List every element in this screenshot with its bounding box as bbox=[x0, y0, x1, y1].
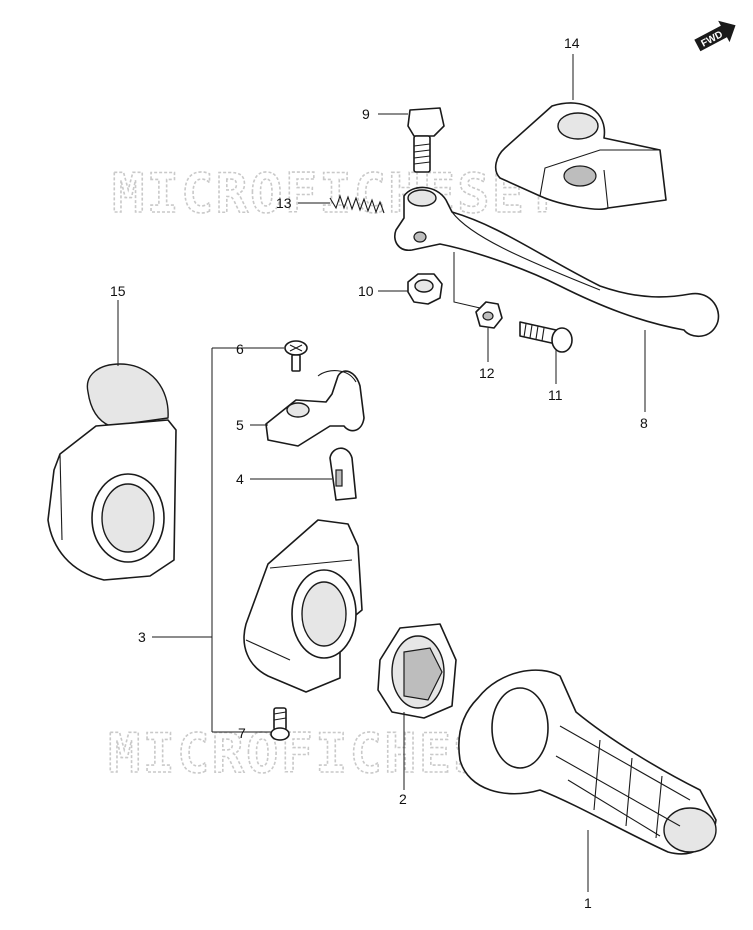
callout-9: 9 bbox=[362, 106, 370, 122]
callout-labels: 1 2 3 4 5 6 7 8 9 10 11 12 13 14 15 bbox=[110, 35, 648, 911]
part-2-ring[interactable] bbox=[377, 623, 457, 719]
watermark-top: MICROFICHESET bbox=[112, 162, 561, 225]
part-5-clamp[interactable] bbox=[265, 370, 365, 447]
callout-2: 2 bbox=[399, 791, 407, 807]
fwd-arrow-icon: FWD bbox=[694, 20, 736, 52]
part-9-pivot-bolt[interactable] bbox=[407, 107, 445, 173]
callout-10: 10 bbox=[358, 283, 374, 299]
callout-11: 11 bbox=[548, 387, 563, 403]
callout-3: 3 bbox=[138, 629, 146, 645]
part-3-switch-housing[interactable] bbox=[243, 519, 363, 693]
callout-7: 7 bbox=[238, 725, 246, 741]
part-8-brake-lever[interactable] bbox=[394, 186, 720, 338]
callout-4: 4 bbox=[236, 471, 244, 487]
callout-15: 15 bbox=[110, 283, 126, 299]
part-13-spring[interactable] bbox=[329, 194, 385, 214]
leader-12-b bbox=[453, 252, 481, 309]
part-14-lever-cover[interactable] bbox=[494, 102, 667, 210]
part-4-plate[interactable] bbox=[329, 447, 357, 501]
part-10-nut[interactable] bbox=[407, 273, 443, 305]
callout-1: 1 bbox=[584, 895, 592, 911]
callout-12: 12 bbox=[479, 365, 495, 381]
leader-lines bbox=[117, 54, 646, 892]
callout-6: 6 bbox=[236, 341, 244, 357]
callout-13: 13 bbox=[276, 195, 292, 211]
part-6-screw[interactable] bbox=[284, 340, 308, 372]
part-12-small-nut[interactable] bbox=[475, 301, 503, 329]
part-1-grip[interactable] bbox=[458, 669, 717, 855]
fwd-label: FWD bbox=[699, 29, 724, 49]
part-11-adjust-screw[interactable] bbox=[519, 321, 573, 353]
part-15-cover[interactable] bbox=[47, 363, 177, 581]
callout-8: 8 bbox=[640, 415, 648, 431]
part-7-screw[interactable] bbox=[270, 707, 290, 741]
callout-14: 14 bbox=[564, 35, 580, 51]
callout-5: 5 bbox=[236, 417, 244, 433]
